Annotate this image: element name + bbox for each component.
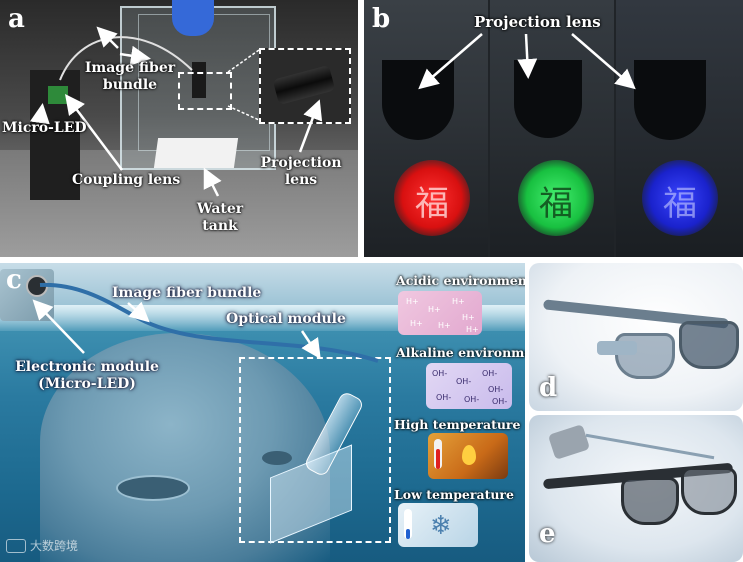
red-projection-spot: 福 bbox=[394, 160, 470, 236]
glasses-d-optical-module bbox=[597, 341, 637, 355]
panel-c-label: c bbox=[6, 265, 22, 295]
face-eye bbox=[116, 475, 190, 501]
annotation-image-fiber-bundle-c: Image fiber bundle bbox=[112, 285, 262, 301]
env-label-low-temperature: Low temperature bbox=[394, 487, 514, 502]
face-eye-2 bbox=[262, 451, 292, 465]
panel-a-arrows bbox=[29, 26, 323, 197]
panel-b: 福 福 福 b Projection lens bbox=[364, 0, 743, 257]
glasses-e-lens-right bbox=[681, 467, 737, 515]
annotation-micro-led: Micro-LED bbox=[2, 120, 87, 136]
panel-c: c Image fiber bundle Optical module Elec… bbox=[0, 263, 525, 562]
annotation-projection-lens-b: Projection lens bbox=[474, 13, 601, 31]
panel-b-arrows bbox=[418, 33, 636, 90]
face-silhouette bbox=[40, 333, 330, 562]
env-label-acidic: Acidic environment bbox=[396, 273, 525, 288]
env-image-acidic: H+ H+ H+ H+ H+ H+ H+ bbox=[398, 291, 482, 335]
panel-e-label: e bbox=[539, 519, 556, 549]
blue-spot-glyph: 福 bbox=[663, 184, 697, 224]
env-image-alkaline: OH- OH- OH- OH- OH- OH- OH- bbox=[426, 363, 512, 409]
annotation-coupling-lens: Coupling lens bbox=[72, 172, 181, 188]
glasses-d-lens-right bbox=[679, 321, 739, 369]
panel-e: e bbox=[529, 415, 743, 562]
micro-led-board bbox=[48, 86, 68, 104]
panel-a: a Image fiber bundle Micro-LED Coupling … bbox=[0, 0, 358, 257]
green-spot-glyph: 福 bbox=[539, 184, 573, 224]
watermark-logo-icon bbox=[6, 539, 26, 553]
flame-icon bbox=[462, 445, 476, 465]
glasses-d-lens-left bbox=[615, 333, 675, 379]
projection-lens-1 bbox=[382, 60, 454, 140]
env-label-alkaline: Alkaline environment bbox=[396, 345, 525, 360]
glasses-e-lens-left bbox=[621, 477, 679, 525]
thermometer-hot-icon bbox=[434, 439, 442, 469]
glasses-e-fiber bbox=[585, 433, 715, 460]
env-image-low-temperature: ❄ bbox=[398, 503, 478, 547]
green-projection-spot: 福 bbox=[518, 160, 594, 236]
remote-module bbox=[547, 424, 591, 460]
annotation-water-tank: Water tank bbox=[196, 201, 244, 234]
blue-glove bbox=[172, 0, 214, 36]
env-label-high-temperature: High temperature bbox=[394, 417, 521, 432]
thermometer-cold-icon bbox=[404, 509, 412, 539]
panel-d-label: d bbox=[539, 373, 558, 403]
inset-source-box bbox=[178, 72, 232, 110]
red-spot-glyph: 福 bbox=[415, 184, 449, 224]
annotation-electronic-module: Electronic module (Micro-LED) bbox=[15, 359, 159, 392]
panel-d: d bbox=[529, 263, 743, 411]
annotation-optical-module: Optical module bbox=[226, 311, 346, 327]
panel-b-label: b bbox=[372, 4, 391, 34]
annotation-image-fiber-bundle: Image fiber bundle bbox=[84, 60, 176, 93]
projection-lens-3 bbox=[634, 60, 706, 140]
fiber-holder bbox=[192, 62, 206, 98]
panel-a-label: a bbox=[8, 4, 25, 34]
blue-projection-spot: 福 bbox=[642, 160, 718, 236]
env-image-high-temperature bbox=[428, 433, 508, 479]
panel-c-arrows bbox=[32, 282, 379, 363]
watermark-text: 大数跨境 bbox=[30, 539, 79, 553]
annotation-projection-lens: Projection lens bbox=[260, 155, 342, 188]
snowflake-icon: ❄ bbox=[430, 511, 452, 541]
